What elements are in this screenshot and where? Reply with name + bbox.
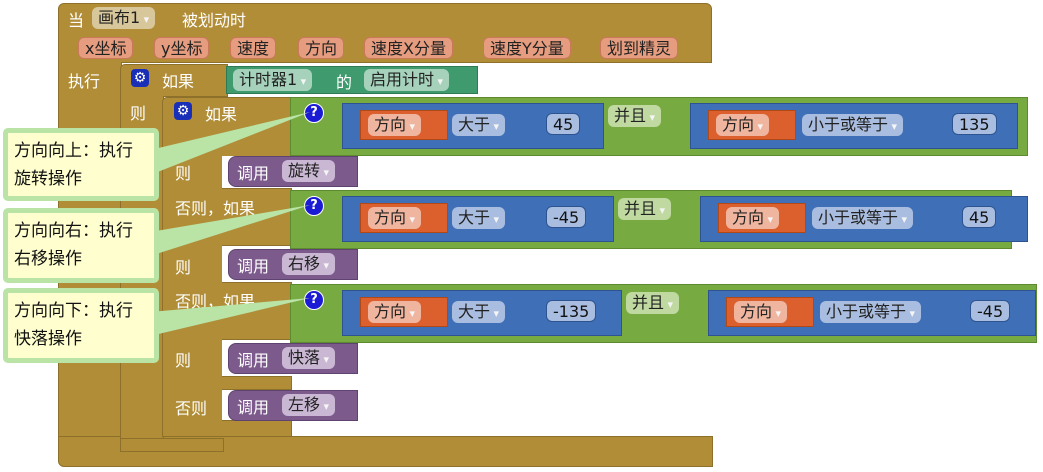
param-heading[interactable]: 方向 bbox=[298, 37, 345, 59]
outer-if-label: 如果 bbox=[162, 72, 195, 91]
number-input[interactable]: 45 bbox=[546, 113, 581, 135]
call-label: 调用 bbox=[237, 257, 270, 276]
gear-icon[interactable]: ⚙ bbox=[174, 102, 192, 120]
compare-op-dropdown[interactable]: 小于或等于 bbox=[820, 301, 922, 323]
comment-up[interactable]: 方向向上：执行旋转操作 bbox=[3, 128, 159, 201]
inner-if-label: 如果 bbox=[205, 105, 238, 124]
param-y[interactable]: y坐标 bbox=[154, 37, 210, 59]
procedure-dropdown[interactable]: 右移 bbox=[282, 253, 336, 275]
number-input[interactable]: 135 bbox=[952, 113, 997, 135]
component-dropdown[interactable]: 画布1 bbox=[92, 7, 156, 29]
procedure-dropdown[interactable]: 左移 bbox=[282, 394, 336, 416]
param-speed[interactable]: 速度 bbox=[230, 37, 277, 59]
number-input[interactable]: -45 bbox=[970, 300, 1011, 322]
compare-op-dropdown[interactable]: 大于 bbox=[452, 207, 506, 229]
comment-right[interactable]: 方向向右：执行右移操作 bbox=[3, 208, 159, 283]
call-label: 调用 bbox=[237, 398, 270, 417]
param-xspeed[interactable]: 速度X分量 bbox=[364, 37, 453, 59]
call-label: 调用 bbox=[237, 351, 270, 370]
logic-op-dropdown[interactable]: 并且 bbox=[608, 105, 662, 127]
var-dropdown[interactable]: 方向 bbox=[734, 301, 788, 323]
var-dropdown[interactable]: 方向 bbox=[368, 207, 422, 229]
number-input[interactable]: 45 bbox=[962, 206, 997, 228]
comment-down[interactable]: 方向向下：执行快落操作 bbox=[3, 288, 159, 363]
then-label-1: 则 bbox=[175, 164, 192, 183]
number-input[interactable]: -135 bbox=[546, 300, 597, 322]
when-label: 当 bbox=[68, 11, 85, 30]
help-question-icon[interactable]: ? bbox=[304, 103, 324, 123]
compare-op-dropdown[interactable]: 小于或等于 bbox=[812, 207, 914, 229]
help-question-icon[interactable]: ? bbox=[304, 290, 324, 310]
timer-dropdown[interactable]: 计时器1 bbox=[233, 69, 313, 91]
param-yspeed[interactable]: 速度Y分量 bbox=[483, 37, 571, 59]
call-label: 调用 bbox=[237, 164, 270, 183]
elseif-label-1: 否则，如果 bbox=[175, 199, 256, 218]
event-name-label: 被划动时 bbox=[182, 11, 247, 30]
var-dropdown[interactable]: 方向 bbox=[726, 207, 780, 229]
outer-then-label: 则 bbox=[130, 104, 147, 123]
property-dropdown[interactable]: 启用计时 bbox=[364, 69, 450, 91]
else-row bbox=[222, 376, 292, 390]
of-label: 的 bbox=[336, 73, 353, 92]
compare-op-dropdown[interactable]: 大于 bbox=[452, 301, 506, 323]
param-flung-sprite[interactable]: 划到精灵 bbox=[600, 37, 679, 59]
number-input[interactable]: -45 bbox=[546, 206, 587, 228]
var-dropdown[interactable]: 方向 bbox=[716, 114, 770, 136]
param-x[interactable]: x坐标 bbox=[78, 37, 134, 59]
procedure-dropdown[interactable]: 旋转 bbox=[282, 160, 336, 182]
elseif-row-1 bbox=[222, 188, 292, 246]
logic-op-dropdown[interactable]: 并且 bbox=[618, 198, 672, 220]
compare-op-dropdown[interactable]: 大于 bbox=[452, 114, 506, 136]
else-label: 否则 bbox=[175, 399, 208, 418]
gear-icon[interactable]: ⚙ bbox=[131, 69, 149, 87]
outer-if-footer bbox=[120, 438, 224, 452]
then-label-2: 则 bbox=[175, 258, 192, 277]
compare-op-dropdown[interactable]: 小于或等于 bbox=[802, 114, 904, 136]
var-dropdown[interactable]: 方向 bbox=[368, 114, 422, 136]
then-label-3: 则 bbox=[175, 351, 192, 370]
logic-op-dropdown[interactable]: 并且 bbox=[626, 292, 680, 314]
procedure-dropdown[interactable]: 快落 bbox=[282, 347, 336, 369]
var-dropdown[interactable]: 方向 bbox=[368, 301, 422, 323]
do-label: 执行 bbox=[68, 72, 101, 91]
